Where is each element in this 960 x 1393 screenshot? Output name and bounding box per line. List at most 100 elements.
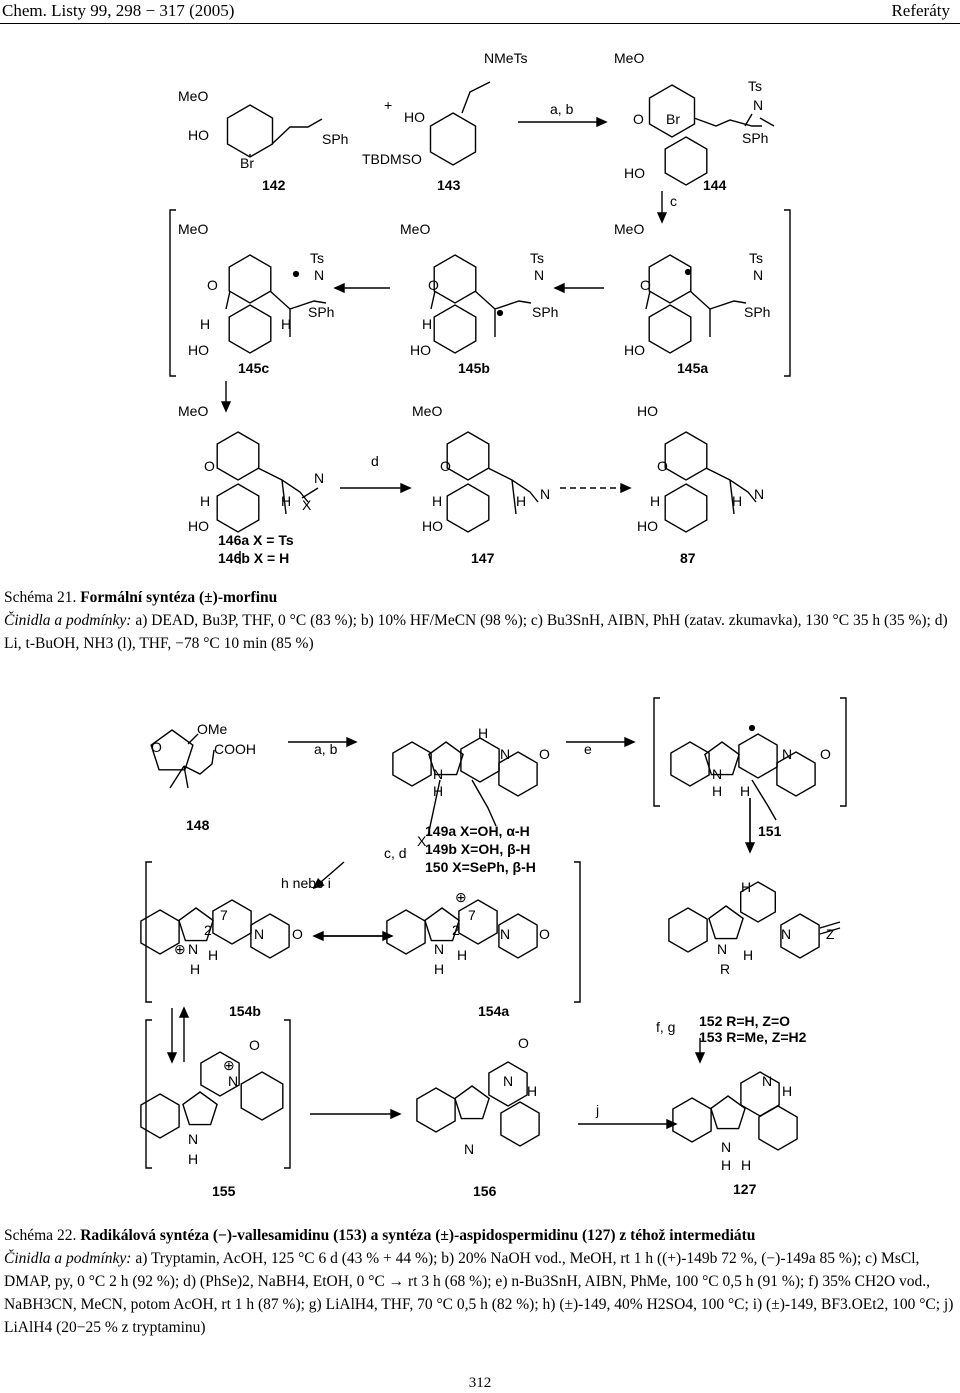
compound-144: 144 bbox=[703, 177, 727, 193]
atom-h: H bbox=[527, 1083, 537, 1099]
atom-n: N bbox=[717, 941, 727, 957]
compound-87: 87 bbox=[680, 550, 696, 566]
atom-ho: HO bbox=[404, 109, 425, 125]
atom-o: O bbox=[428, 277, 439, 293]
atom-o: O bbox=[292, 926, 303, 942]
header-rule bbox=[0, 23, 960, 24]
atom-n: N bbox=[228, 1073, 238, 1089]
compound-155: 155 bbox=[212, 1183, 236, 1199]
atom-h: H bbox=[782, 1083, 792, 1099]
scheme-21-structures bbox=[169, 81, 791, 564]
caption-title: Formální syntéza (±)-morfinu bbox=[80, 589, 278, 606]
conditions-label: Činidla a podmínky: bbox=[4, 1250, 132, 1267]
atom-h: H bbox=[434, 961, 444, 977]
atom-meo: MeO bbox=[614, 50, 644, 66]
atom-meo: MeO bbox=[178, 403, 208, 419]
caption-label: Schéma 22. bbox=[4, 1227, 77, 1244]
compound-151: 151 bbox=[758, 823, 782, 839]
compound-156: 156 bbox=[473, 1183, 497, 1199]
atom-h: H bbox=[741, 879, 751, 895]
atom-n: N bbox=[314, 470, 324, 486]
atom-h: H bbox=[478, 725, 488, 741]
atom-ts: Ts bbox=[749, 250, 763, 266]
atom-plus-n: ⊕ bbox=[174, 941, 186, 957]
atom-n: N bbox=[503, 1073, 513, 1089]
compound-143: 143 bbox=[437, 177, 461, 193]
scheme-22-graphic: 148 149a X=OH, α-H 149b X=OH, β-H 150 X=… bbox=[140, 697, 847, 1199]
atom-2: 2 bbox=[204, 922, 212, 938]
atom-7: 7 bbox=[220, 907, 228, 923]
atom-plus: ⊕ bbox=[223, 1057, 235, 1073]
scheme-21-caption: Schéma 21. Formální syntéza (±)-morfinu … bbox=[4, 586, 956, 655]
atom-meo: MeO bbox=[614, 221, 644, 237]
atom-z: Z bbox=[826, 926, 835, 942]
atom-sph: SPh bbox=[742, 130, 768, 146]
atom-ts: Ts bbox=[310, 250, 324, 266]
atom-ho: HO bbox=[637, 518, 658, 534]
atom-n: N bbox=[464, 1141, 474, 1157]
atom-sph: SPh bbox=[744, 304, 770, 320]
atom-h: H bbox=[721, 1157, 731, 1173]
atom-o: O bbox=[518, 1035, 529, 1051]
atom-n: N bbox=[434, 941, 444, 957]
reagent-f-g: f, g bbox=[656, 1019, 675, 1035]
compound-148: 148 bbox=[186, 817, 210, 833]
atom-h: H bbox=[188, 1151, 198, 1167]
atom-h: H bbox=[281, 316, 291, 332]
atom-plus: ⊕ bbox=[455, 889, 467, 905]
atom-ome: OMe bbox=[197, 721, 228, 737]
atom-h: H bbox=[200, 316, 210, 332]
atom-o: O bbox=[633, 111, 644, 127]
reagent-c: c bbox=[670, 193, 677, 209]
atom-n: N bbox=[188, 941, 198, 957]
atom-ts: Ts bbox=[530, 250, 544, 266]
atom-h: H bbox=[432, 493, 442, 509]
atom-n: N bbox=[314, 267, 324, 283]
atom-o: O bbox=[207, 277, 218, 293]
compound-142: 142 bbox=[262, 177, 286, 193]
compound-145a: 145a bbox=[677, 360, 708, 376]
atom-meo: MeO bbox=[400, 221, 430, 237]
atom-o: O bbox=[151, 739, 162, 755]
atom-meo: MeO bbox=[412, 403, 442, 419]
atom-o: O bbox=[657, 458, 668, 474]
atom-h: H bbox=[712, 783, 722, 799]
atom-h: H bbox=[740, 783, 750, 799]
atom-ho: HO bbox=[422, 518, 443, 534]
atom-x: X bbox=[417, 833, 427, 849]
atom-n: N bbox=[712, 766, 722, 782]
journal-header: Chem. Listy 99, 298 − 317 (2005) bbox=[2, 1, 235, 20]
atom-n: N bbox=[500, 746, 510, 762]
compound-127: 127 bbox=[733, 1181, 757, 1197]
reagent-d: d bbox=[371, 453, 379, 469]
scheme-22-structures bbox=[140, 697, 847, 1169]
reagent-a-b: a, b bbox=[314, 741, 338, 757]
compound-152: 152 R=H, Z=O bbox=[699, 1013, 790, 1029]
compound-146a: 146a X = Ts bbox=[218, 532, 294, 548]
conditions-text: a) DEAD, Bu3P, THF, 0 °C (83 %); b) 10% … bbox=[4, 612, 948, 652]
atom-n: N bbox=[540, 486, 550, 502]
atom-h: H bbox=[281, 493, 291, 509]
atom-o: O bbox=[640, 277, 651, 293]
atom-br: Br bbox=[666, 111, 680, 127]
atom-n: N bbox=[762, 1073, 772, 1089]
atom-n: N bbox=[433, 766, 443, 782]
atom-n: N bbox=[782, 746, 792, 762]
compound-150: 150 X=SePh, β-H bbox=[425, 859, 536, 875]
atom-n: N bbox=[781, 926, 791, 942]
reagent-c-d: c, d bbox=[384, 845, 407, 861]
plus-sign: + bbox=[384, 97, 392, 113]
atom-o: O bbox=[204, 458, 215, 474]
atom-o: O bbox=[539, 926, 550, 942]
atom-n: N bbox=[500, 926, 510, 942]
atom-br: Br bbox=[240, 155, 254, 171]
atom-h: H bbox=[422, 316, 432, 332]
compound-145b: 145b bbox=[458, 360, 490, 376]
atom-ho: HO bbox=[637, 403, 658, 419]
compound-145c: 145c bbox=[238, 360, 269, 376]
atom-h: H bbox=[190, 961, 200, 977]
page-number: 312 bbox=[468, 1375, 492, 1391]
atom-o: O bbox=[440, 458, 451, 474]
atom-meo: MeO bbox=[178, 88, 208, 104]
compound-153: 153 R=Me, Z=H2 bbox=[699, 1029, 807, 1045]
